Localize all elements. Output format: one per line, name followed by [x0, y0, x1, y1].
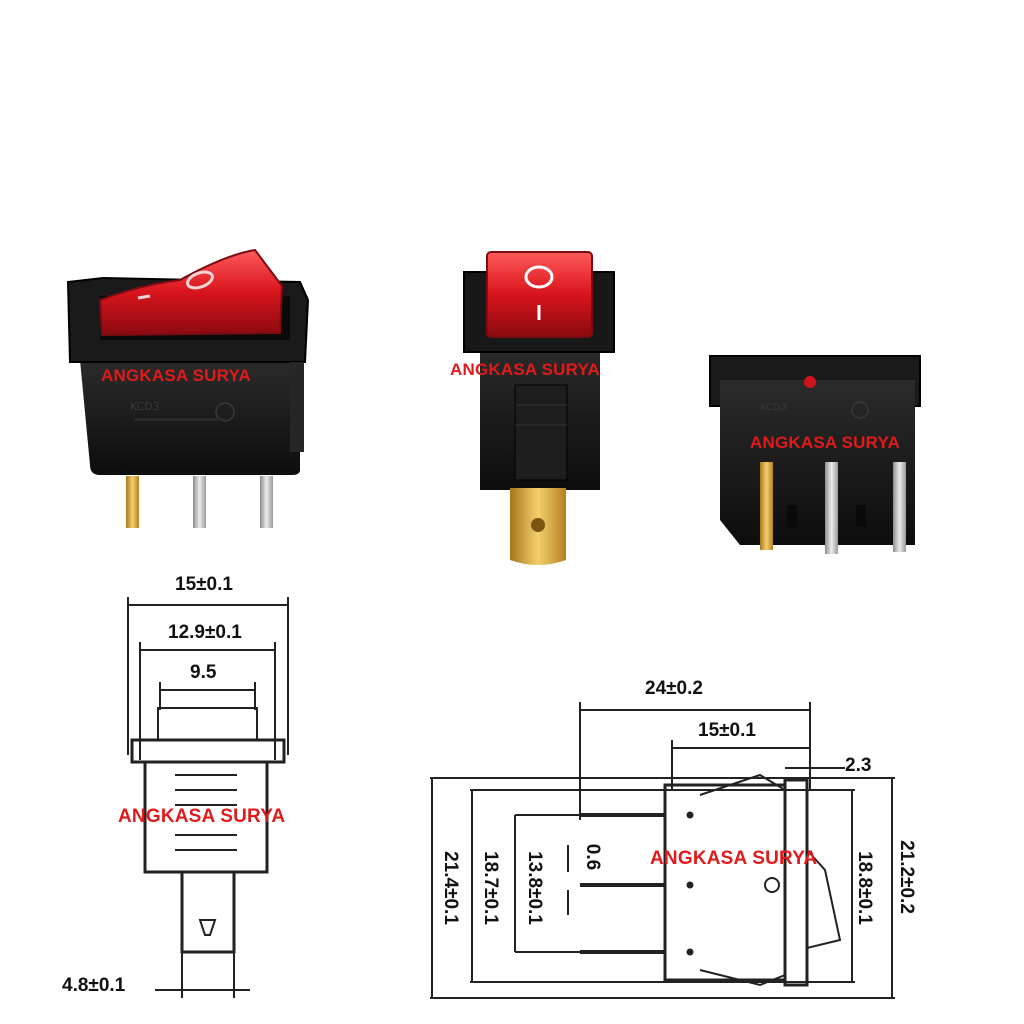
switch-2-rocker	[486, 251, 593, 338]
switch-2	[463, 251, 615, 565]
switch-1-rocker	[98, 248, 284, 337]
dim-height-inner-left: 18.7±0.1	[480, 851, 501, 925]
watermark-photo-2: ANGKASA SURYA	[450, 360, 600, 379]
dim-width-outer: 15±0.1	[175, 574, 233, 595]
side-outline-drawing	[430, 702, 895, 999]
watermark-drawing-1: ANGKASA SURYA	[118, 806, 286, 827]
svg-text:KCD3: KCD3	[130, 400, 160, 413]
watermark-drawing-2: ANGKASA SURYA	[650, 848, 818, 869]
dim-body-length: 15±0.1	[698, 720, 756, 741]
dim-terminal-span: 13.8±0.1	[524, 851, 545, 925]
switch-1-body	[80, 360, 300, 475]
watermark-photo-1: ANGKASA SURYA	[101, 366, 251, 385]
switch-1: KCD3	[66, 248, 310, 528]
watermark-photo-3: ANGKASA SURYA	[750, 433, 900, 452]
dim-height-outer-left: 21.4±0.1	[440, 851, 461, 925]
dim-width-body: 12.9±0.1	[168, 622, 242, 643]
dim-height-outer-right: 21.2±0.2	[896, 840, 917, 914]
dim-width-rocker: 9.5	[190, 662, 217, 683]
svg-text:KCD3: KCD3	[760, 402, 787, 413]
dim-total-length: 24±0.2	[645, 678, 703, 699]
dim-terminal-width: 4.8±0.1	[62, 975, 126, 996]
dim-height-inner-right: 18.8±0.1	[854, 851, 875, 925]
dim-terminal-thickness: 0.6	[582, 843, 603, 871]
front-outline-drawing	[127, 597, 289, 998]
switch-3: KCD3	[709, 355, 921, 554]
switch-3-body	[720, 380, 915, 545]
dim-flange: 2.3	[845, 755, 872, 776]
